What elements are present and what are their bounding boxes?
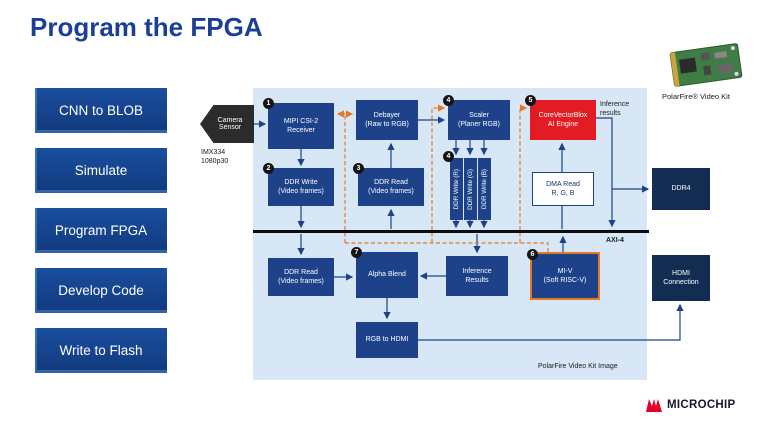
block-label: DDR Write (G) — [467, 168, 474, 210]
block-label: Alpha Blend — [368, 271, 406, 279]
sidebar-item-label: Write to Flash — [59, 343, 143, 358]
block-label: HDMI Connection — [663, 269, 699, 286]
block-ddr-write-b: DDR Write (B) — [478, 158, 491, 220]
step-badge-4: 4 — [443, 95, 454, 106]
block-ddr-write-g: DDR Write (G) — [464, 158, 477, 220]
sidebar-item-label: Program FPGA — [54, 223, 148, 238]
block-label: CoreVectorBlox AI Engine — [538, 111, 588, 128]
block-corevectorblox-ai-engine: CoreVectorBlox AI Engine 5 — [525, 95, 596, 140]
block-label: Debayer (Raw to RGB) — [365, 111, 409, 128]
block-scaler: Scaler (Planer RGB) 4 — [443, 95, 510, 140]
block-dma-read: DMA Read R, G, B — [532, 172, 594, 206]
camera-sensor-shape: Camera Sensor — [200, 105, 254, 143]
inference-results-note: Inference results — [600, 101, 630, 117]
page-title: Program the FPGA — [30, 12, 263, 42]
sidebar-item-simulate[interactable]: Simulate — [35, 148, 167, 193]
camera-sensor-label: Camera Sensor — [217, 117, 243, 131]
block-ddr-write-frames: DDR Write (Video frames) 2 — [263, 163, 334, 206]
step-badge-3: 3 — [353, 163, 364, 174]
microchip-logo: MICROCHIP — [645, 397, 736, 413]
axi-bus-label: AXI-4 — [606, 237, 624, 244]
block-label: MIPI CSI-2 Receiver — [283, 117, 319, 134]
sidebar-item-label: Simulate — [74, 163, 128, 178]
step-badge-5: 5 — [525, 95, 536, 106]
step-badge-2: 2 — [263, 163, 274, 174]
block-label: DDR Write (Video frames) — [278, 178, 324, 195]
block-label: RGB to HDMI — [365, 336, 409, 344]
block-label: Inference Results — [462, 267, 492, 284]
block-label: DDR Read (Video frames) — [278, 268, 324, 285]
block-rgb-to-hdmi: RGB to HDMI — [356, 322, 418, 358]
sidebar-item-develop-code[interactable]: Develop Code — [35, 268, 167, 313]
sidebar-item-label: CNN to BLOB — [58, 103, 144, 118]
brand-wordmark: MICROCHIP — [667, 399, 736, 411]
block-miv-riscv: MI-V (Soft RISC-V) 6 — [527, 249, 600, 300]
step-badge-4-group: 4 — [443, 151, 454, 162]
block-debayer: Debayer (Raw to RGB) — [356, 100, 418, 140]
block-ddr-read-bottom: DDR Read (Video frames) — [268, 258, 334, 296]
panel-caption: PolarFire Video Kit Image — [538, 363, 618, 370]
axi-bus-line — [253, 230, 649, 233]
block-ddr4: DDR4 — [652, 168, 710, 210]
block-label: DDR4 — [671, 185, 691, 193]
microchip-mark-icon — [646, 399, 662, 412]
block-label: MI-V (Soft RISC-V) — [543, 267, 587, 284]
sidebar-item-write-to-flash[interactable]: Write to Flash — [35, 328, 167, 373]
block-ddr-write-r: DDR Write (R) — [450, 158, 463, 220]
camera-sensor-sublabel: IMX334 1080p30 — [201, 149, 229, 165]
sidebar-item-label: Develop Code — [58, 283, 144, 298]
block-label: Scaler (Planer RGB) — [457, 111, 500, 128]
block-mipi-csi2-receiver: MIPI CSI-2 Receiver 1 — [263, 98, 334, 149]
block-hdmi-connection: HDMI Connection — [652, 255, 710, 301]
block-label: DMA Read R, G, B — [546, 180, 580, 197]
sidebar-item-program-fpga[interactable]: Program FPGA — [35, 208, 167, 253]
step-badge-7: 7 — [351, 247, 362, 258]
block-alpha-blend: Alpha Blend 7 — [351, 247, 418, 298]
block-label: DDR Write (R) — [453, 168, 460, 210]
step-badge-1: 1 — [263, 98, 274, 109]
kit-label: PolarFire® Video Kit — [662, 92, 730, 101]
block-ddr-read-frames: DDR Read (Video frames) 3 — [353, 163, 424, 206]
sidebar-item-cnn-to-blob[interactable]: CNN to BLOB — [35, 88, 167, 133]
block-inference-results: Inference Results — [446, 256, 508, 296]
block-label: DDR Read (Video frames) — [368, 178, 414, 195]
step-badge-6: 6 — [527, 249, 538, 260]
block-label: DDR Write (B) — [481, 168, 488, 210]
polarfire-board-image — [669, 43, 743, 87]
